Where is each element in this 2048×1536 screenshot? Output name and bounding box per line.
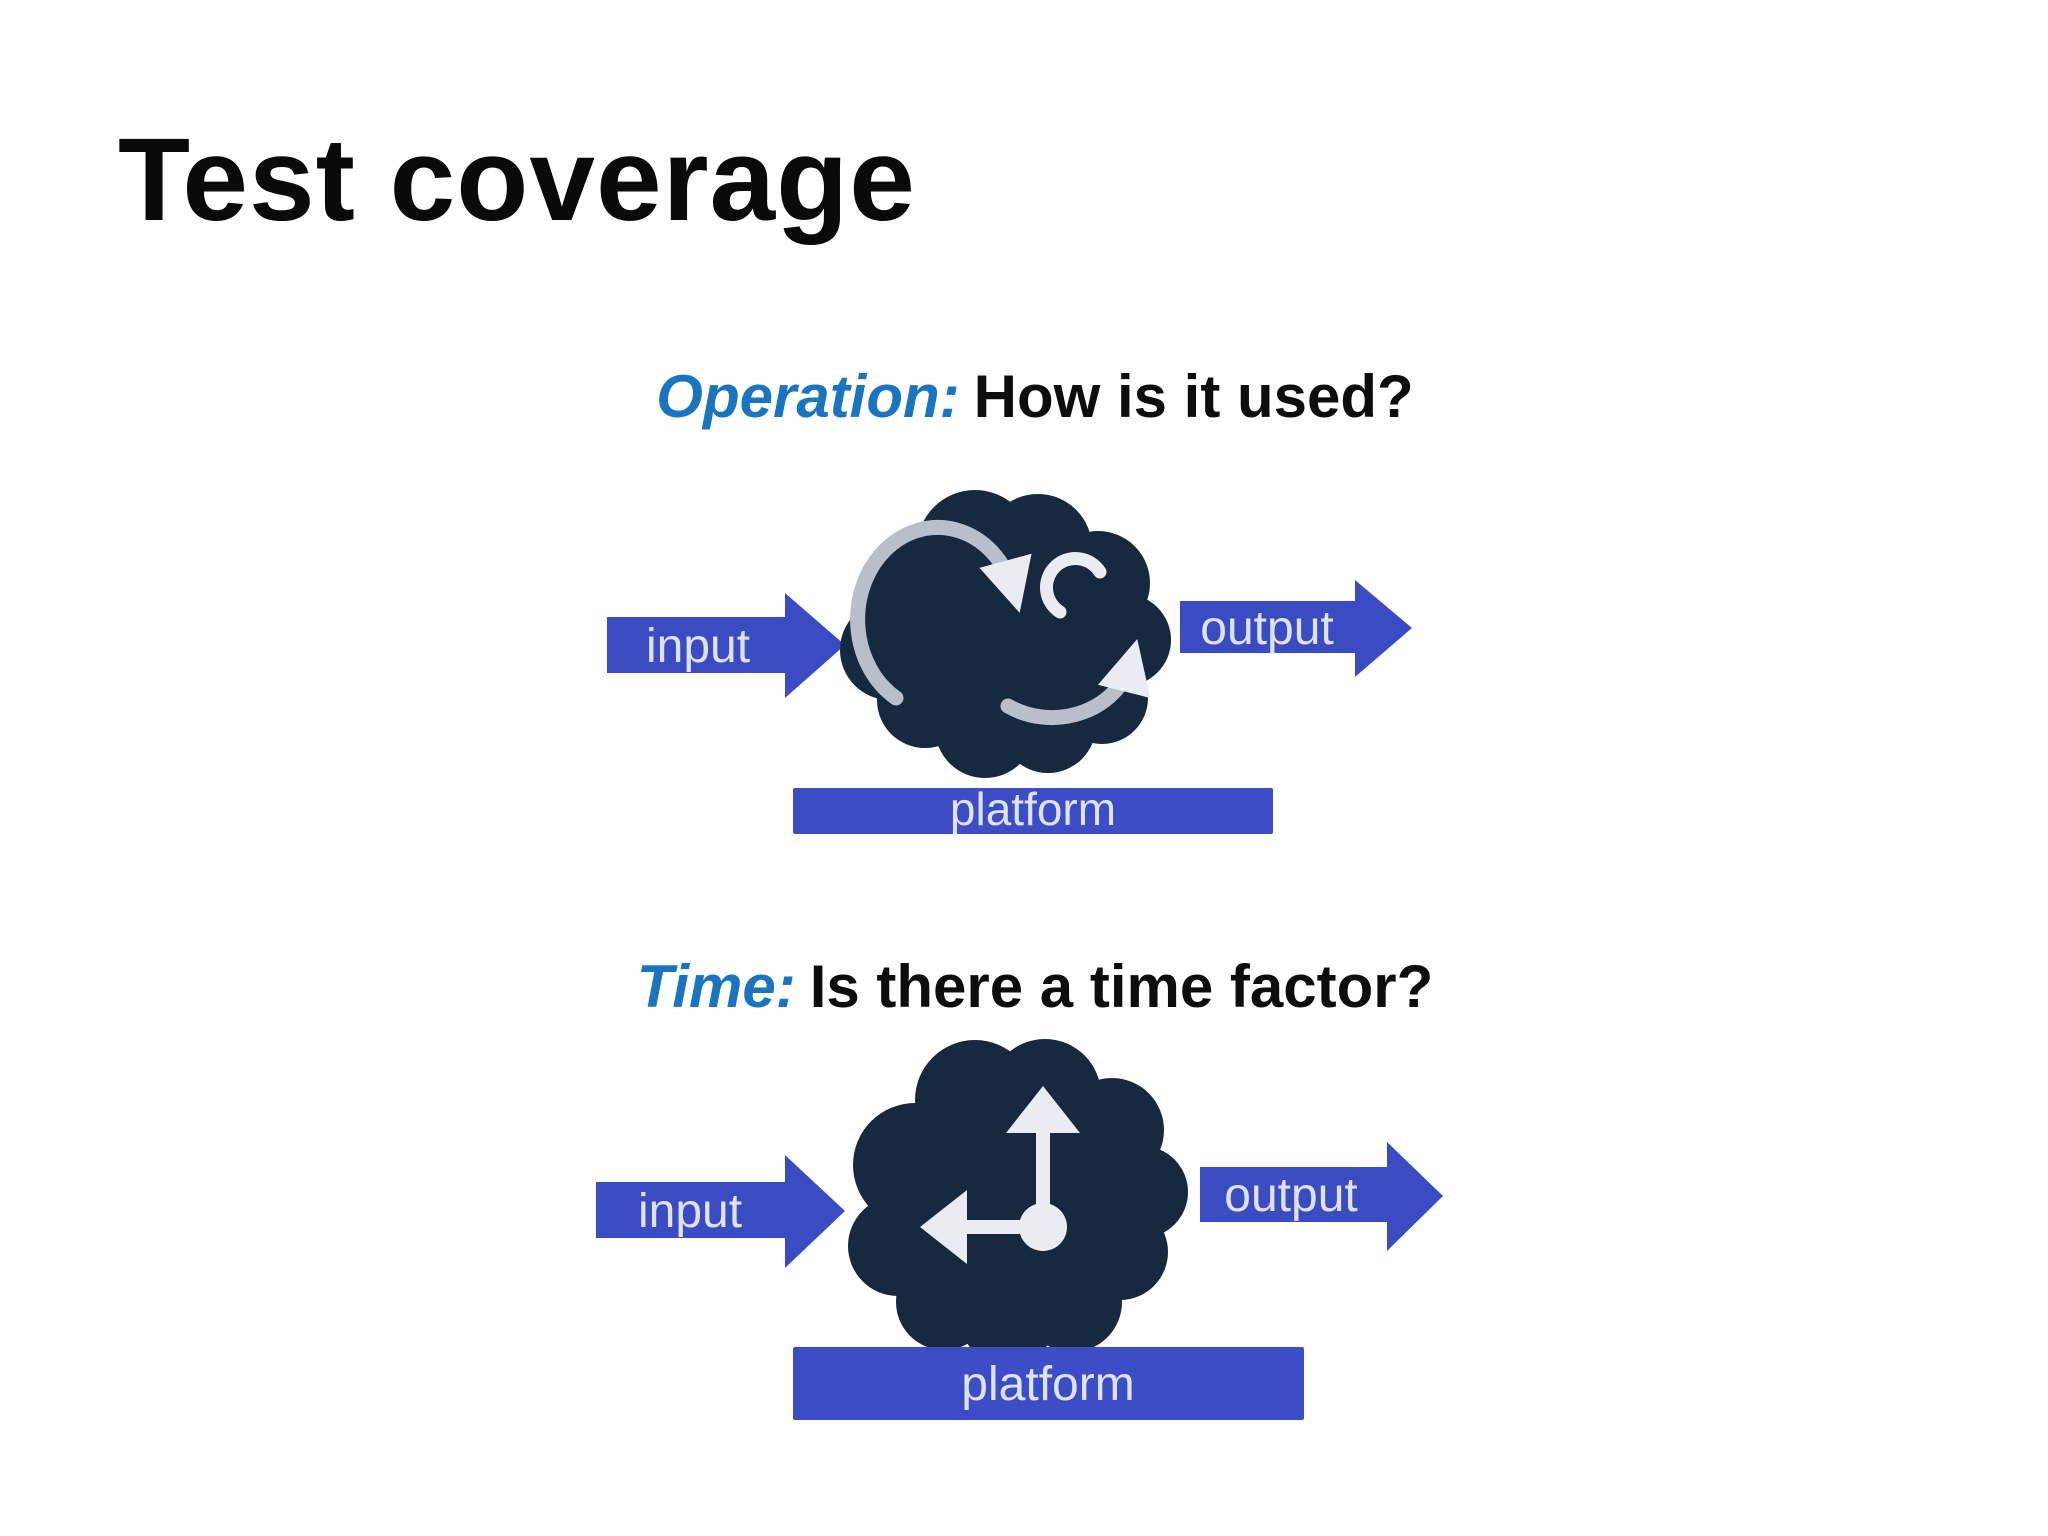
operation-heading: Operation:How is it used? [520,362,1550,431]
time-diagram: input output platform [596,1039,1443,1420]
cloud-shape [848,1039,1188,1366]
operation-question: How is it used? [973,363,1414,430]
platform-bar-label: platform [961,1358,1134,1411]
platform-bar [793,788,1273,834]
page-title: Test coverage [118,114,916,246]
output-arrow-label: output [1224,1169,1357,1222]
input-arrow-label: input [638,1185,742,1238]
time-heading: Time:Is there a time factor? [520,952,1550,1021]
time-keyword: Time: [636,953,796,1020]
input-arrow [596,1155,845,1268]
output-arrow [1200,1142,1443,1251]
output-arrow [1180,580,1412,677]
output-arrow-label: output [1200,602,1333,655]
platform-bar [793,1347,1304,1420]
operation-keyword: Operation: [656,363,960,430]
cycle-arrows-icon [850,519,1151,726]
input-arrow [607,593,845,698]
input-arrow-label: input [646,620,750,673]
platform-bar-label: platform [950,783,1116,835]
cloud-shape [840,490,1171,778]
time-question: Is there a time factor? [809,953,1434,1020]
operation-diagram: input output platform [607,490,1412,835]
clock-hands-icon [920,1086,1080,1264]
